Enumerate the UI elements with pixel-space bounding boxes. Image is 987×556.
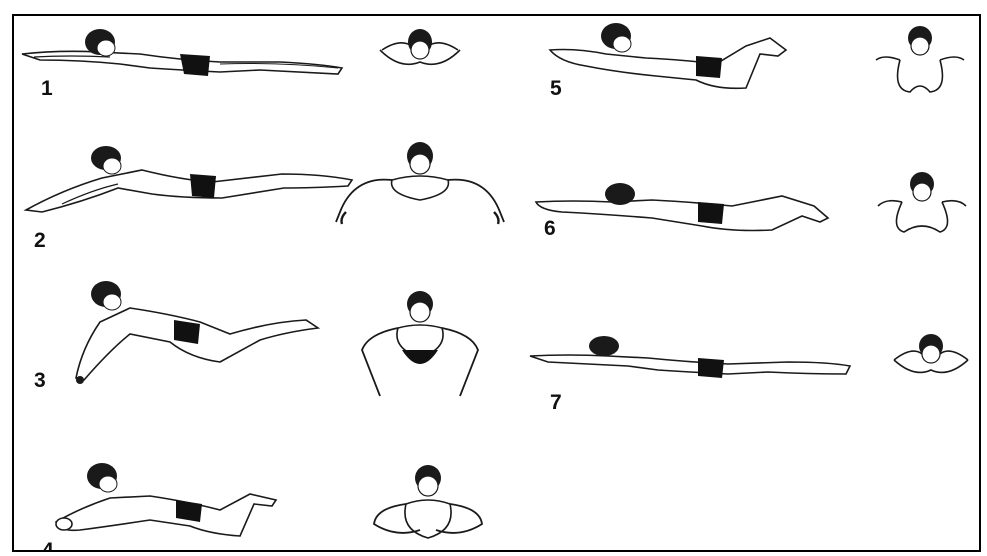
figure-7-side-view: [528, 326, 858, 386]
figure-2-front-view: [332, 136, 508, 236]
figure-5-side-view: [546, 20, 802, 100]
figure-4-front-view: [366, 460, 490, 550]
figure-1-side-view: [20, 24, 350, 84]
figure-2-side-view: [22, 144, 362, 224]
figure-5-front-view: [870, 20, 970, 100]
figure-2-number: 2: [34, 230, 46, 251]
diagram-frame: 1 2: [12, 14, 981, 552]
figure-6-side-view: [532, 166, 832, 246]
figure-6-front-view: [872, 166, 972, 246]
figure-7-number: 7: [550, 392, 562, 413]
figure-3-front-view: [358, 286, 482, 406]
figure-1-front-view: [370, 20, 470, 80]
figure-7-front-view: [886, 326, 976, 386]
figure-3-side-view: [70, 278, 326, 388]
figure-4-side-view: [50, 460, 290, 550]
figure-3-number: 3: [34, 370, 46, 391]
